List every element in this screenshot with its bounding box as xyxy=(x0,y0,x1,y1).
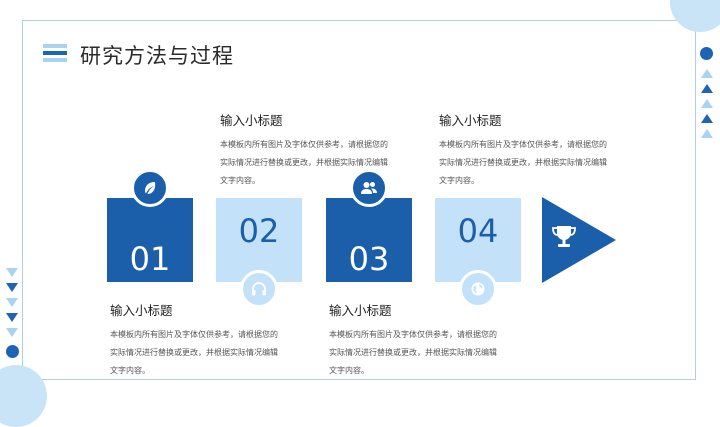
body-text: 本模板内所有图片及字体仅供参考，请根据您的 实际情况进行替换或更改，并根据实际情… xyxy=(329,330,497,375)
step-number: 04 xyxy=(457,212,499,250)
subheading: 输入小标题 xyxy=(110,303,173,318)
page-title: 研究方法与过程 xyxy=(80,44,234,68)
decor-triangle xyxy=(6,283,18,292)
text-block-top-left: 输入小标题 本模板内所有图片及字体仅供参考，请根据您的 实际情况进行替换或更改，… xyxy=(220,110,430,190)
trophy-icon xyxy=(552,226,576,247)
decor-triangle xyxy=(6,268,18,277)
step-box-03: 03 xyxy=(326,198,412,282)
decor-dot-right xyxy=(700,47,713,60)
step-box-04: 04 xyxy=(435,198,521,282)
goal-arrow xyxy=(542,197,616,283)
step-number: 03 xyxy=(348,240,390,278)
text-block-bottom-left: 输入小标题 本模板内所有图片及字体仅供参考，请根据您的 实际情况进行替换或更改，… xyxy=(110,300,320,380)
body-text: 本模板内所有图片及字体仅供参考，请根据您的 实际情况进行替换或更改，并根据实际情… xyxy=(220,140,388,185)
decor-triangle xyxy=(701,114,713,123)
slide-frame xyxy=(22,20,696,380)
decor-triangle xyxy=(701,99,713,108)
decor-triangle xyxy=(6,313,18,322)
subheading: 输入小标题 xyxy=(329,303,392,318)
decor-triangle xyxy=(701,84,713,93)
body-text: 本模板内所有图片及字体仅供参考，请根据您的 实际情况进行替换或更改，并根据实际情… xyxy=(439,140,607,185)
headphones-icon xyxy=(240,270,278,308)
text-block-bottom-right: 输入小标题 本模板内所有图片及字体仅供参考，请根据您的 实际情况进行替换或更改，… xyxy=(329,300,539,380)
decor-triangle xyxy=(701,129,713,138)
subheading: 输入小标题 xyxy=(220,113,283,128)
text-block-top-right: 输入小标题 本模板内所有图片及字体仅供参考，请根据您的 实际情况进行替换或更改，… xyxy=(439,110,649,190)
title-bars-icon xyxy=(43,44,67,65)
step-box-02: 02 xyxy=(216,198,302,282)
decor-triangle xyxy=(701,69,713,78)
step-box-01: 01 xyxy=(107,198,193,282)
decor-dot-left xyxy=(6,345,19,358)
users-icon xyxy=(350,169,388,207)
globe-icon xyxy=(459,270,497,308)
subheading: 输入小标题 xyxy=(439,113,502,128)
decor-triangle xyxy=(6,328,18,337)
leaf-icon xyxy=(131,169,169,207)
decor-triangle xyxy=(6,298,18,307)
step-number: 02 xyxy=(238,212,280,250)
step-number: 01 xyxy=(129,240,171,278)
body-text: 本模板内所有图片及字体仅供参考，请根据您的 实际情况进行替换或更改，并根据实际情… xyxy=(110,330,278,375)
